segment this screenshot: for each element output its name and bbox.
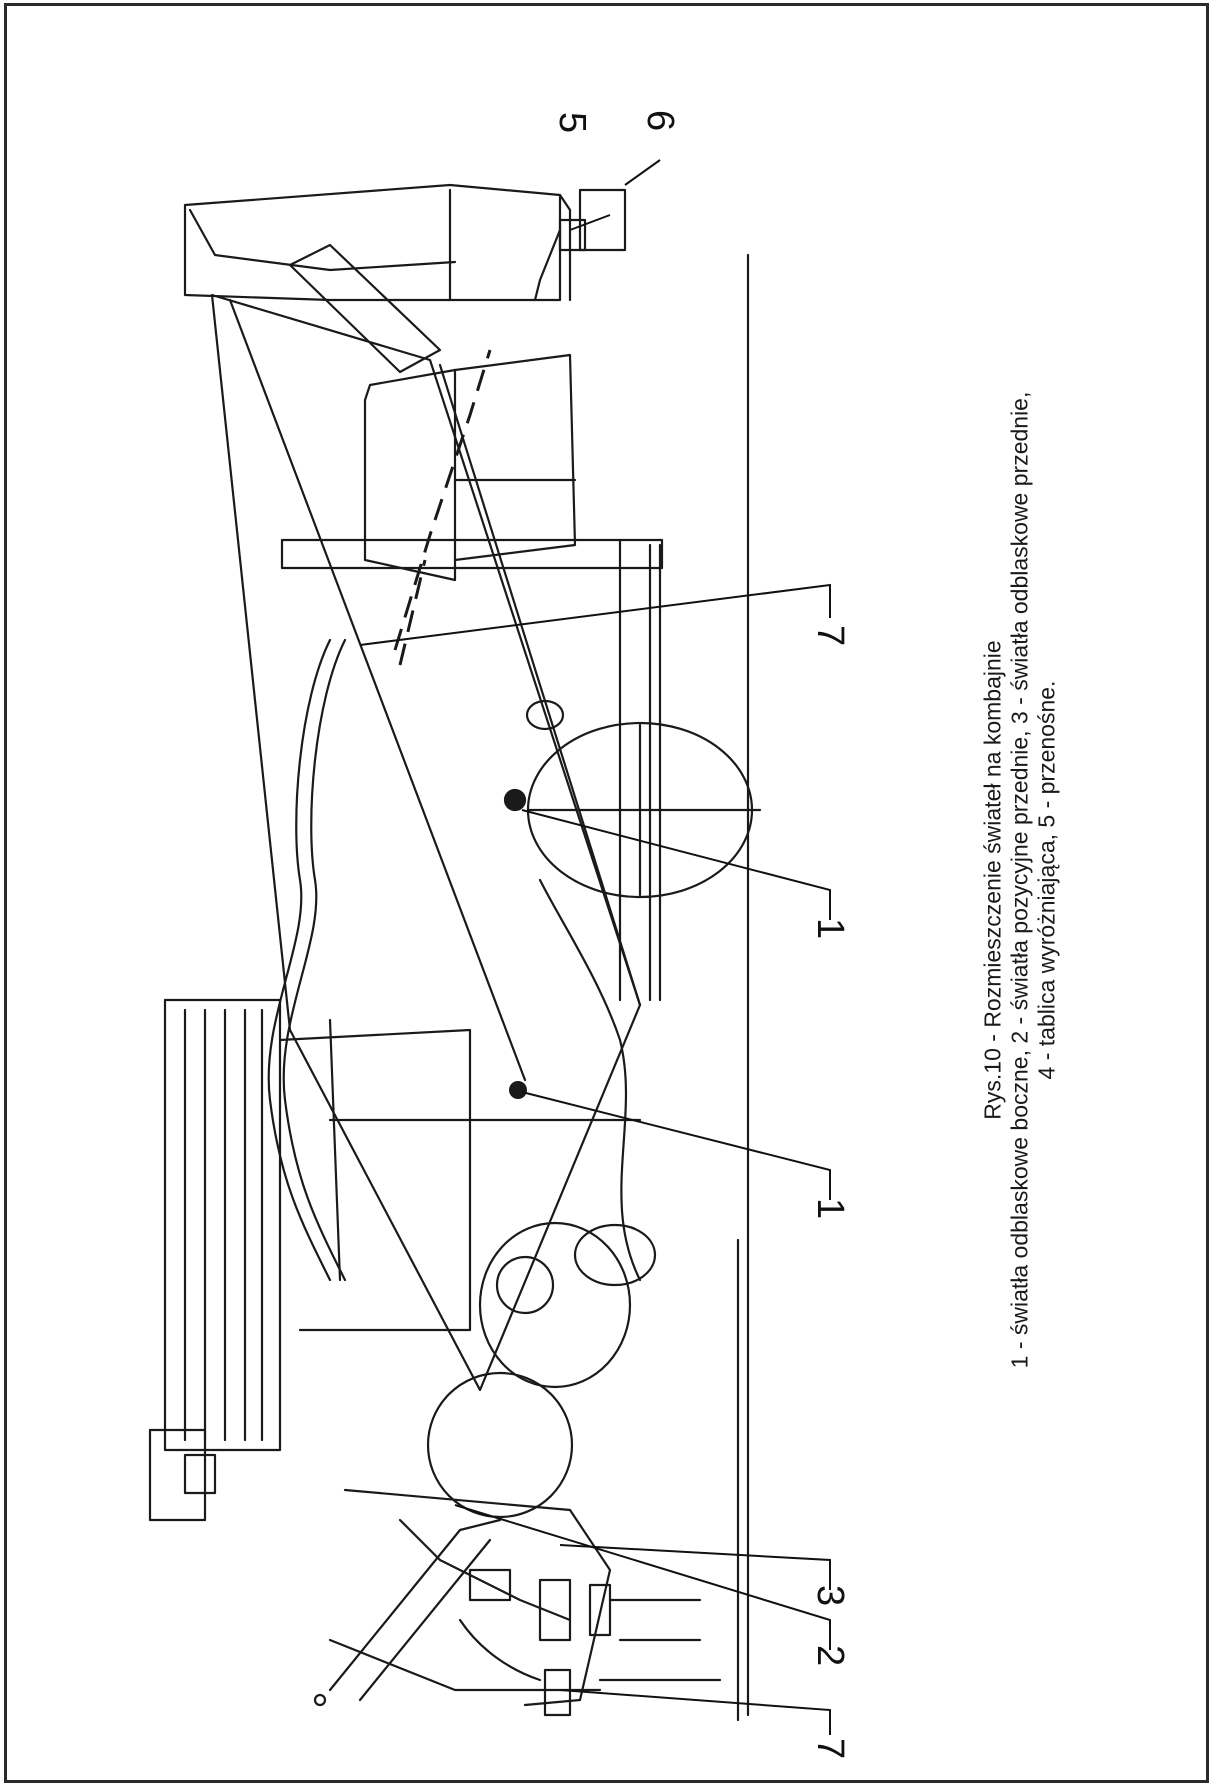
callout-1-lower: 1: [809, 1198, 851, 1219]
unloading-auger-head: [288, 243, 442, 374]
operator-cab: [163, 998, 282, 1452]
callout-7-top: 7: [809, 625, 851, 646]
rear-warning-plate: [578, 188, 627, 252]
callout-2: 2: [809, 1645, 851, 1666]
straw-hood: [363, 368, 457, 582]
callout-7-bottom: 7: [809, 1738, 851, 1759]
callout-5: 5: [551, 112, 593, 133]
caption-title: Rys.10 - Rozmieszczenie świateł na komba…: [979, 640, 1006, 1120]
figure-caption: Rys.10 - Rozmieszczenie świateł na komba…: [980, 392, 1061, 1369]
reflector-marker: [506, 791, 524, 809]
front-wheel: [478, 1221, 632, 1389]
page-frame: [4, 3, 1209, 1783]
caption-line-1: 1 - światła odblaskowe boczne, 2 - świat…: [1006, 391, 1033, 1369]
callout-6: 6: [639, 110, 681, 131]
reel-arm: [328, 1518, 502, 1692]
reflector-marker: [509, 1081, 527, 1099]
callout-1-upper: 1: [809, 918, 851, 939]
caption-line-2: 4 - tablica wyróżniająca, 5 - przenośne.: [1033, 680, 1060, 1080]
front-drum: [426, 1371, 574, 1519]
callout-3: 3: [809, 1585, 851, 1606]
conveyor-boom: [210, 293, 642, 1392]
grain-bin: [183, 183, 562, 302]
